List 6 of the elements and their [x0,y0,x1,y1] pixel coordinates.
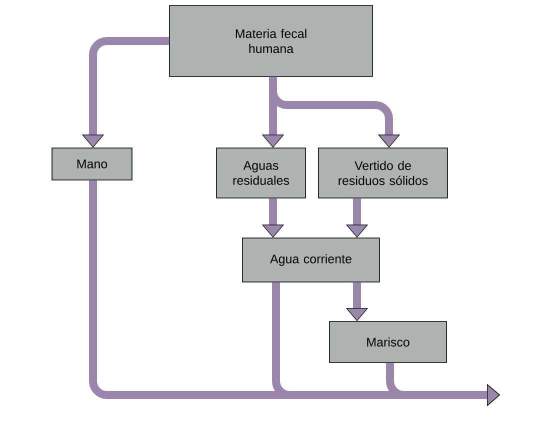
process-box: Mano [52,148,132,180]
process-box: Aguas residuales [216,148,306,198]
process-box: Marisco [329,321,447,363]
process-box: Materia fecal humana [169,5,373,77]
process-box: Agua corriente [242,238,380,282]
process-box: Vertido de residuos sólidos [318,148,448,198]
